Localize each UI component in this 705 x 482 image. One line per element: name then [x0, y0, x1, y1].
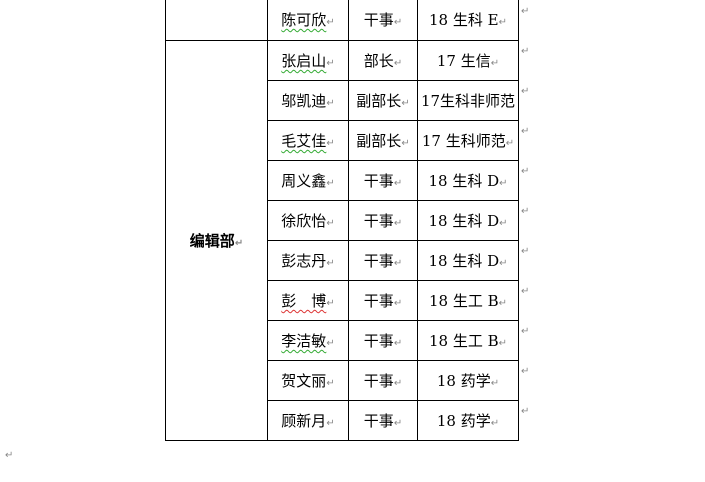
row-end-mark-icon: ↵	[521, 246, 530, 257]
table-row: 周义鑫↵干事↵18 生科 D↵	[166, 160, 519, 201]
department-cell[interactable]: 编辑部↵	[165, 40, 268, 441]
name-cell[interactable]: 彭 博↵	[267, 280, 349, 321]
paragraph-mark-icon: ↵	[5, 450, 14, 461]
paragraph-mark-icon: ↵	[326, 17, 335, 28]
paragraph-mark-icon: ↵	[326, 298, 335, 309]
paragraph-mark-icon: ↵	[326, 218, 335, 229]
class-cell[interactable]: 18 药学↵	[417, 360, 519, 401]
table-row: 陈可欣↵ 干事↵ 18 生科 E↵	[165, 0, 519, 41]
paragraph-mark-icon: ↵	[234, 238, 244, 249]
name-cell[interactable]: 贺文丽↵	[267, 360, 349, 401]
paragraph-mark-icon: ↵	[498, 298, 508, 309]
row-end-mark-icon: ↵	[521, 366, 530, 377]
table-row: 彭 博↵干事↵18 生工 B↵	[166, 280, 519, 321]
class-cell[interactable]: 18 生工 B↵	[417, 320, 519, 361]
paragraph-mark-icon: ↵	[393, 378, 403, 389]
paragraph-mark-icon: ↵	[499, 258, 508, 269]
paragraph-mark-icon: ↵	[505, 138, 515, 149]
paragraph-mark-icon: ↵	[326, 338, 335, 349]
name-cell[interactable]: 徐欣怡↵	[267, 200, 349, 241]
role-cell[interactable]: 干事↵	[348, 360, 418, 401]
role-cell[interactable]: 副部长↵	[348, 120, 418, 161]
role-cell[interactable]: 干事↵	[348, 0, 418, 41]
class-cell[interactable]: 17生科非师范	[417, 80, 519, 121]
table-row: 顾新月↵干事↵18 药学↵	[166, 400, 519, 441]
paragraph-mark-icon: ↵	[326, 178, 335, 189]
paragraph-mark-icon: ↵	[393, 418, 403, 429]
paragraph-mark-icon: ↵	[393, 338, 403, 349]
paragraph-mark-icon: ↵	[499, 178, 508, 189]
class-cell[interactable]: 18 生工 B↵	[417, 280, 519, 321]
class-cell[interactable]: 18 生科 D↵	[417, 160, 519, 201]
paragraph-mark-icon: ↵	[326, 418, 335, 429]
role-cell[interactable]: 副部长↵	[348, 80, 418, 121]
class-cell[interactable]: 18 生科 D↵	[417, 240, 519, 281]
class-cell[interactable]: 17 生信↵	[417, 40, 519, 81]
paragraph-mark-icon: ↵	[401, 98, 410, 109]
paragraph-mark-icon: ↵	[393, 17, 403, 28]
name-cell[interactable]: 李洁敏↵	[267, 320, 349, 361]
paragraph-mark-icon: ↵	[499, 218, 508, 229]
paragraph-mark-icon: ↵	[393, 58, 403, 69]
paragraph-mark-icon: ↵	[326, 378, 335, 389]
name-cell[interactable]: 陈可欣↵	[267, 0, 349, 41]
name-cell[interactable]: 彭志丹↵	[267, 240, 349, 281]
department-cell-empty[interactable]	[165, 0, 268, 41]
row-end-mark-icon: ↵	[521, 86, 530, 97]
paragraph-mark-icon: ↵	[393, 178, 403, 189]
class-cell[interactable]: 18 生科 E↵	[417, 0, 519, 41]
table-row: 编辑部↵张启山↵部长↵17 生信↵	[165, 40, 519, 441]
name-cell[interactable]: 顾新月↵	[267, 400, 349, 441]
paragraph-mark-icon: ↵	[326, 58, 335, 69]
paragraph-mark-icon: ↵	[490, 58, 500, 69]
name-cell[interactable]: 周义鑫↵	[267, 160, 349, 201]
paragraph-mark-icon: ↵	[490, 418, 500, 429]
role-cell[interactable]: 干事↵	[348, 200, 418, 241]
row-end-mark-icon: ↵	[521, 326, 530, 337]
row-end-mark-icon: ↵	[521, 166, 530, 177]
row-end-mark-icon: ↵	[521, 406, 530, 417]
paragraph-mark-icon: ↵	[498, 338, 508, 349]
paragraph-mark-icon: ↵	[393, 218, 403, 229]
paragraph-mark-icon: ↵	[326, 98, 335, 109]
role-cell[interactable]: 干事↵	[348, 320, 418, 361]
paragraph-mark-icon: ↵	[326, 258, 335, 269]
role-cell[interactable]: 干事↵	[348, 400, 418, 441]
name-cell[interactable]: 毛艾佳↵	[267, 120, 349, 161]
paragraph-mark-icon: ↵	[393, 298, 403, 309]
table-row: 贺文丽↵干事↵18 药学↵	[166, 360, 519, 401]
name-cell[interactable]: 邬凯迪↵	[267, 80, 349, 121]
role-cell[interactable]: 干事↵	[348, 160, 418, 201]
member-table: 陈可欣↵ 干事↵ 18 生科 E↵ 编辑部↵张启山↵部长↵17 生信↵邬凯迪↵副…	[165, 0, 519, 441]
class-cell[interactable]: 18 药学↵	[417, 400, 519, 441]
paragraph-mark-icon: ↵	[490, 378, 500, 389]
paragraph-mark-icon: ↵	[498, 17, 507, 28]
role-cell[interactable]: 部长↵	[348, 40, 418, 81]
table-row: 李洁敏↵干事↵18 生工 B↵	[166, 320, 519, 361]
row-end-mark-icon: ↵	[521, 206, 530, 217]
class-cell[interactable]: 18 生科 D↵	[417, 200, 519, 241]
row-end-mark-icon: ↵	[521, 286, 530, 297]
paragraph-mark-icon: ↵	[326, 138, 335, 149]
table-row: 彭志丹↵干事↵18 生科 D↵	[166, 240, 519, 281]
name-cell[interactable]: 张启山↵	[267, 40, 349, 81]
row-end-mark-icon: ↵	[521, 46, 530, 57]
table-row: 毛艾佳↵副部长↵17 生科师范↵	[166, 120, 519, 161]
paragraph-mark-icon: ↵	[393, 258, 403, 269]
class-cell[interactable]: 17 生科师范↵	[417, 120, 519, 161]
row-end-mark-icon: ↵	[521, 126, 530, 137]
paragraph-mark-icon: ↵	[401, 138, 410, 149]
role-cell[interactable]: 干事↵	[348, 280, 418, 321]
row-end-mark-icon: ↵	[521, 6, 530, 17]
role-cell[interactable]: 干事↵	[348, 240, 418, 281]
